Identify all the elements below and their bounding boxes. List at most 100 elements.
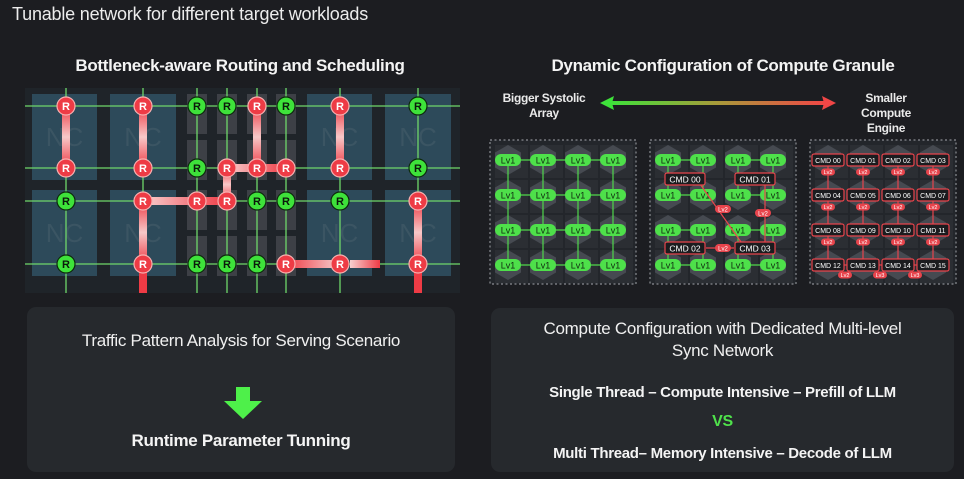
router-congested [330,254,350,274]
router-label: R [223,163,231,175]
router-congested [217,191,237,211]
cmd-node-label: CMD 11 [920,228,945,235]
lv1-node-label: Lv1 [606,191,621,201]
router-congested [56,96,76,116]
congested-link [223,168,231,201]
lv1-node-label: Lv1 [536,156,551,166]
lv2-badge-label: Lv2 [859,170,868,176]
cmd-node-label: CMD 12 [815,263,841,270]
router-label: R [139,101,147,113]
noc-router-diagram: NCNCNCNCNCNCNCNC RRRRRRRRRRRRRRRRRRRRRRR… [25,88,460,293]
lv1-node-label: Lv1 [501,156,516,166]
lv2-badge [856,203,870,211]
cmd-node [881,223,915,237]
congested-link [414,201,422,264]
cmd-node [811,258,845,272]
lv2-badge [715,205,731,213]
lv1-node [600,259,626,271]
lv1-node [690,259,716,271]
scale-left-label: Bigger Systolic Array [502,91,586,120]
lv2-badge [821,238,835,246]
cmd-node [916,153,950,167]
router-idle [408,158,428,178]
lv2-badge-label: Lv2 [894,205,903,211]
lv1-node [655,154,681,166]
lv2-badge [926,168,940,176]
router-label: R [62,196,70,208]
lv2-badge-label: Lv2 [718,208,728,214]
lv1-node-label: Lv1 [606,226,621,236]
cmd-node [811,223,845,237]
lv2-badge-label: Lv2 [824,205,833,211]
cmd-node-label: CMD 05 [850,193,876,200]
arrow-left-head [600,96,614,110]
lv1-node [655,189,681,201]
router-congested [133,96,153,116]
congested-link [139,106,147,168]
lv1-node-label: Lv1 [731,191,746,201]
router-idle [408,96,428,116]
cmd-node [916,188,950,202]
lv1-node [725,259,751,271]
router-label: R [253,163,261,175]
router-idle [276,191,296,211]
nc-tile-label: NC [46,218,84,248]
router-congested [56,158,76,178]
router-label: R [414,101,422,113]
lv1-node [600,154,626,166]
router-label: R [282,196,290,208]
cmd-node-label: CMD 02 [885,158,911,165]
router-label: R [414,196,422,208]
lv2-badge [715,244,731,252]
router-label: R [253,101,261,113]
router-congested [133,191,153,211]
lv3-badge [873,271,887,279]
lv1-node [690,224,716,236]
cmd-node [664,241,706,255]
lv1-node [725,224,751,236]
double-arrow-icon [600,96,836,110]
lv1-node-label: Lv1 [696,191,711,201]
lv3-badge [838,271,852,279]
lv2-badge-label: Lv2 [718,247,728,253]
router-label: R [223,101,231,113]
cmd-node [846,153,880,167]
router-idle [247,254,267,274]
lv1-node-label: Lv1 [606,156,621,166]
lv3-badge-label: Lv3 [876,273,885,279]
lv2-badge [821,168,835,176]
router-label: R [139,196,147,208]
router-label: R [282,163,290,175]
lv2-badge-label: Lv2 [824,240,833,246]
lv2-badge [891,203,905,211]
lv1-node-label: Lv1 [501,261,516,271]
single-thread-label: Single Thread – Compute Intensive – Pref… [549,384,896,401]
cmd-node-label: CMD 10 [885,228,911,235]
lv2-badge-label: Lv2 [859,240,868,246]
lv1-node [565,259,591,271]
congested-link [336,106,344,168]
router-label: R [62,259,70,271]
runtime-tuning-label: Runtime Parameter Tunning [131,431,351,450]
router-label: R [414,163,422,175]
cmd-node-label: CMD 13 [850,263,876,270]
lv1-node-label: Lv1 [696,226,711,236]
router-label: R [223,259,231,271]
router-congested [133,158,153,178]
congested-link [139,264,147,293]
router-label: R [62,163,70,175]
congested-link [286,260,340,268]
cmd-node-label: CMD 00 [669,175,700,185]
router-label: R [193,101,201,113]
cmd-node [664,172,706,186]
lv1-node-label: Lv1 [661,261,676,271]
router-label: R [223,196,231,208]
lv1-node-label: Lv1 [571,226,586,236]
granule-section-title: Dynamic Configuration of Compute Granule [551,56,895,75]
routing-section-title: Bottleneck-aware Routing and Scheduling [75,56,405,75]
cmd-node [846,258,880,272]
lv1-node [725,154,751,166]
cmd-node [811,153,845,167]
router-label: R [336,163,344,175]
